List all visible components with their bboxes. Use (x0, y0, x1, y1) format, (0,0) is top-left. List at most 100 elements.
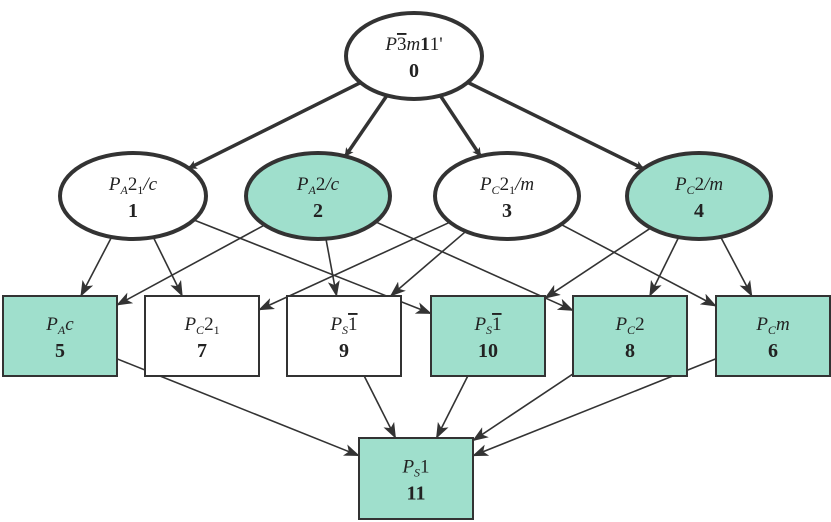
node-2-symbol: PA2/c (296, 174, 340, 197)
symbol-part: 1 (509, 183, 515, 197)
node-9-symbol: PS1 (329, 314, 357, 337)
symbol-part: S (486, 323, 492, 337)
node-10-symbol: PS1 (473, 314, 501, 337)
symbol-part: 2 (695, 174, 705, 195)
node-3-symbol: PC21/m (479, 174, 534, 197)
node-7-box (144, 295, 260, 377)
node-8-symbol: PC2 (614, 314, 644, 337)
node-9-number: 9 (339, 340, 349, 362)
edge-3-to-6 (560, 223, 717, 307)
symbol-part: /c (324, 174, 339, 195)
symbol-part: 3 (397, 34, 407, 55)
symbol-part: C (687, 183, 696, 197)
edge-10-to-11 (435, 375, 469, 439)
symbol-part: P (755, 314, 768, 335)
symbol-part: P (108, 174, 121, 195)
edge-0-to-4 (466, 80, 645, 171)
symbol-part: 2 (204, 314, 214, 335)
edge-0-to-2 (343, 94, 389, 158)
symbol-part: P (45, 314, 58, 335)
node-1-ellipse (58, 151, 208, 241)
edge-0-to-1 (187, 81, 362, 170)
node-4-number: 4 (694, 200, 704, 222)
symbol-part: P (384, 34, 397, 55)
node-8-box (572, 295, 688, 377)
symbol-part: 1 (420, 34, 430, 55)
symbol-part: A (120, 183, 129, 197)
edge-1-to-7 (152, 236, 184, 297)
node-5-box (2, 295, 118, 377)
edges-layer (80, 80, 753, 457)
node-4: PC2/m 4 (625, 151, 773, 241)
symbol-part: S (414, 466, 420, 480)
node-5-number: 5 (55, 340, 65, 362)
symbol-part: 1 (137, 183, 143, 197)
symbol-part: P (473, 314, 486, 335)
symbol-part: 1 (214, 323, 220, 337)
symbol-part: c (65, 314, 74, 335)
edge-4-to-8 (648, 236, 680, 297)
node-6-number: 6 (768, 340, 778, 362)
node-6-box (715, 295, 831, 377)
node-4-symbol: PC2/m (674, 174, 723, 197)
symbol-part: C (492, 183, 501, 197)
symbol-part: /m (703, 174, 723, 195)
node-3: PC21/m3 (433, 151, 581, 241)
symbol-part: 1' (430, 34, 443, 55)
symbol-part: P (614, 314, 627, 335)
symbol-part: A (57, 323, 66, 337)
symbol-part: 1 (492, 314, 502, 335)
node-0-symbol: P3m11' (384, 34, 442, 55)
node-3-ellipse (433, 151, 581, 241)
node-6: PCm 6 (715, 295, 831, 377)
node-11-box (358, 437, 474, 520)
edge-9-to-11 (363, 375, 397, 439)
symbol-part: P (329, 314, 342, 335)
nodes-layer: P3m11'0PA21/c1PA2/c2PC21/m3PC2/m4PAc5PC2… (2, 11, 831, 520)
symbol-part: P (296, 174, 309, 195)
edge-4-to-10 (544, 227, 652, 299)
symbol-part: P (401, 457, 414, 478)
symbol-part: /c (142, 174, 157, 195)
symbol-part: 2 (500, 174, 510, 195)
node-10-box (430, 295, 546, 377)
symbol-part: 2 (635, 314, 645, 335)
node-4-ellipse (625, 151, 773, 241)
edge-2-to-5 (116, 224, 266, 306)
node-2-ellipse (244, 151, 392, 241)
node-2: PA2/c2 (244, 151, 392, 241)
symbol-part: C (627, 323, 636, 337)
symbol-part: S (342, 323, 348, 337)
node-9-box (286, 295, 402, 377)
node-1-number: 1 (128, 200, 138, 222)
node-1: PA21/c1 (58, 151, 208, 241)
edge-2-to-9 (325, 238, 340, 297)
node-10: PS1 10 (430, 295, 546, 377)
edge-1-to-5 (80, 236, 113, 297)
symbol-part: P (479, 174, 492, 195)
node-7-number: 7 (197, 340, 207, 362)
symbol-part: 2 (316, 174, 326, 195)
symbol-part: C (196, 323, 205, 337)
symbol-part: C (768, 323, 777, 337)
node-5-symbol: PAc (45, 314, 74, 337)
node-0-ellipse (344, 11, 484, 101)
node-9: PS1 9 (286, 295, 402, 377)
symbol-part: /m (514, 174, 534, 195)
node-1-symbol: PA21/c (108, 174, 158, 197)
node-8-number: 8 (625, 340, 635, 362)
node-0-number: 0 (409, 60, 419, 82)
edge-0-to-3 (438, 94, 482, 157)
symbol-part: 1 (420, 457, 430, 478)
node-10-number: 10 (478, 340, 498, 362)
node-6-symbol: PCm (755, 314, 789, 337)
symbol-part: m (406, 34, 420, 55)
edge-3-to-9 (389, 230, 467, 297)
node-0: P3m11' 0 (344, 11, 484, 101)
node-2-number: 2 (313, 200, 323, 222)
node-11-number: 11 (407, 483, 426, 505)
